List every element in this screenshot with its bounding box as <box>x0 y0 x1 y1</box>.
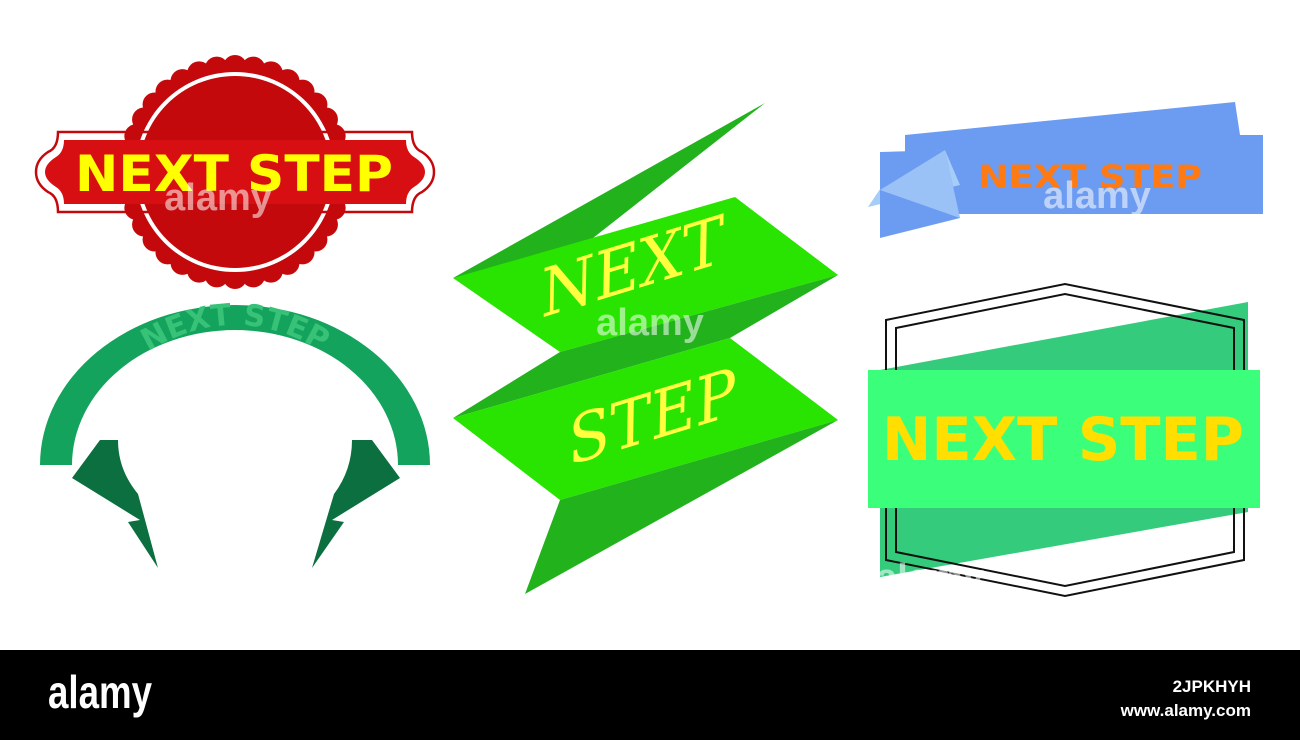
blue-ribbon-text: NEXT STEP <box>978 158 1202 196</box>
watermark-2: alamy <box>596 302 704 344</box>
zigzag-upper-face <box>453 197 838 352</box>
footer-bar: alamy 2JPKHYH www.alamy.com <box>0 650 1300 740</box>
footer-image-id: 2JPKHYH <box>1173 677 1251 696</box>
zigzag-lower-face <box>453 338 838 500</box>
green-arc-ribbon: NEXT STEP <box>40 298 430 568</box>
zigzag-bottom-spike <box>525 420 838 594</box>
watermarks: alamy alamy alamy alamy <box>164 175 1151 599</box>
zigzag-middle-fold <box>453 275 838 418</box>
arc-band <box>40 305 430 465</box>
footer-site: www.alamy.com <box>1120 701 1251 720</box>
arc-tail-right <box>312 440 400 568</box>
red-seal-text: NEXT STEP <box>75 145 393 203</box>
zigzag-banner: NEXT STEP <box>453 103 838 594</box>
red-seal-badge: NEXT STEP <box>34 55 436 289</box>
seal-band <box>45 140 425 204</box>
hex-label-text: NEXT STEP <box>882 405 1244 475</box>
footer-logo: alamy <box>48 666 152 718</box>
ribbon-main <box>905 135 1263 214</box>
blue-ribbon: NEXT STEP <box>868 102 1263 238</box>
hex-outline-outer <box>885 282 1245 598</box>
hex-label: NEXT STEP <box>868 282 1260 598</box>
ribbon-fold-highlight <box>880 150 960 218</box>
hex-outline-inner <box>895 292 1235 588</box>
watermark-3: alamy <box>1043 175 1151 217</box>
footer-background <box>0 650 1300 740</box>
watermark-1: alamy <box>164 177 272 219</box>
zigzag-top-spike <box>453 103 765 278</box>
arc-tail-left <box>72 440 158 568</box>
seal-band-outline <box>34 130 436 214</box>
watermark-4: alamy <box>876 557 984 599</box>
hex-front-band <box>868 370 1260 508</box>
